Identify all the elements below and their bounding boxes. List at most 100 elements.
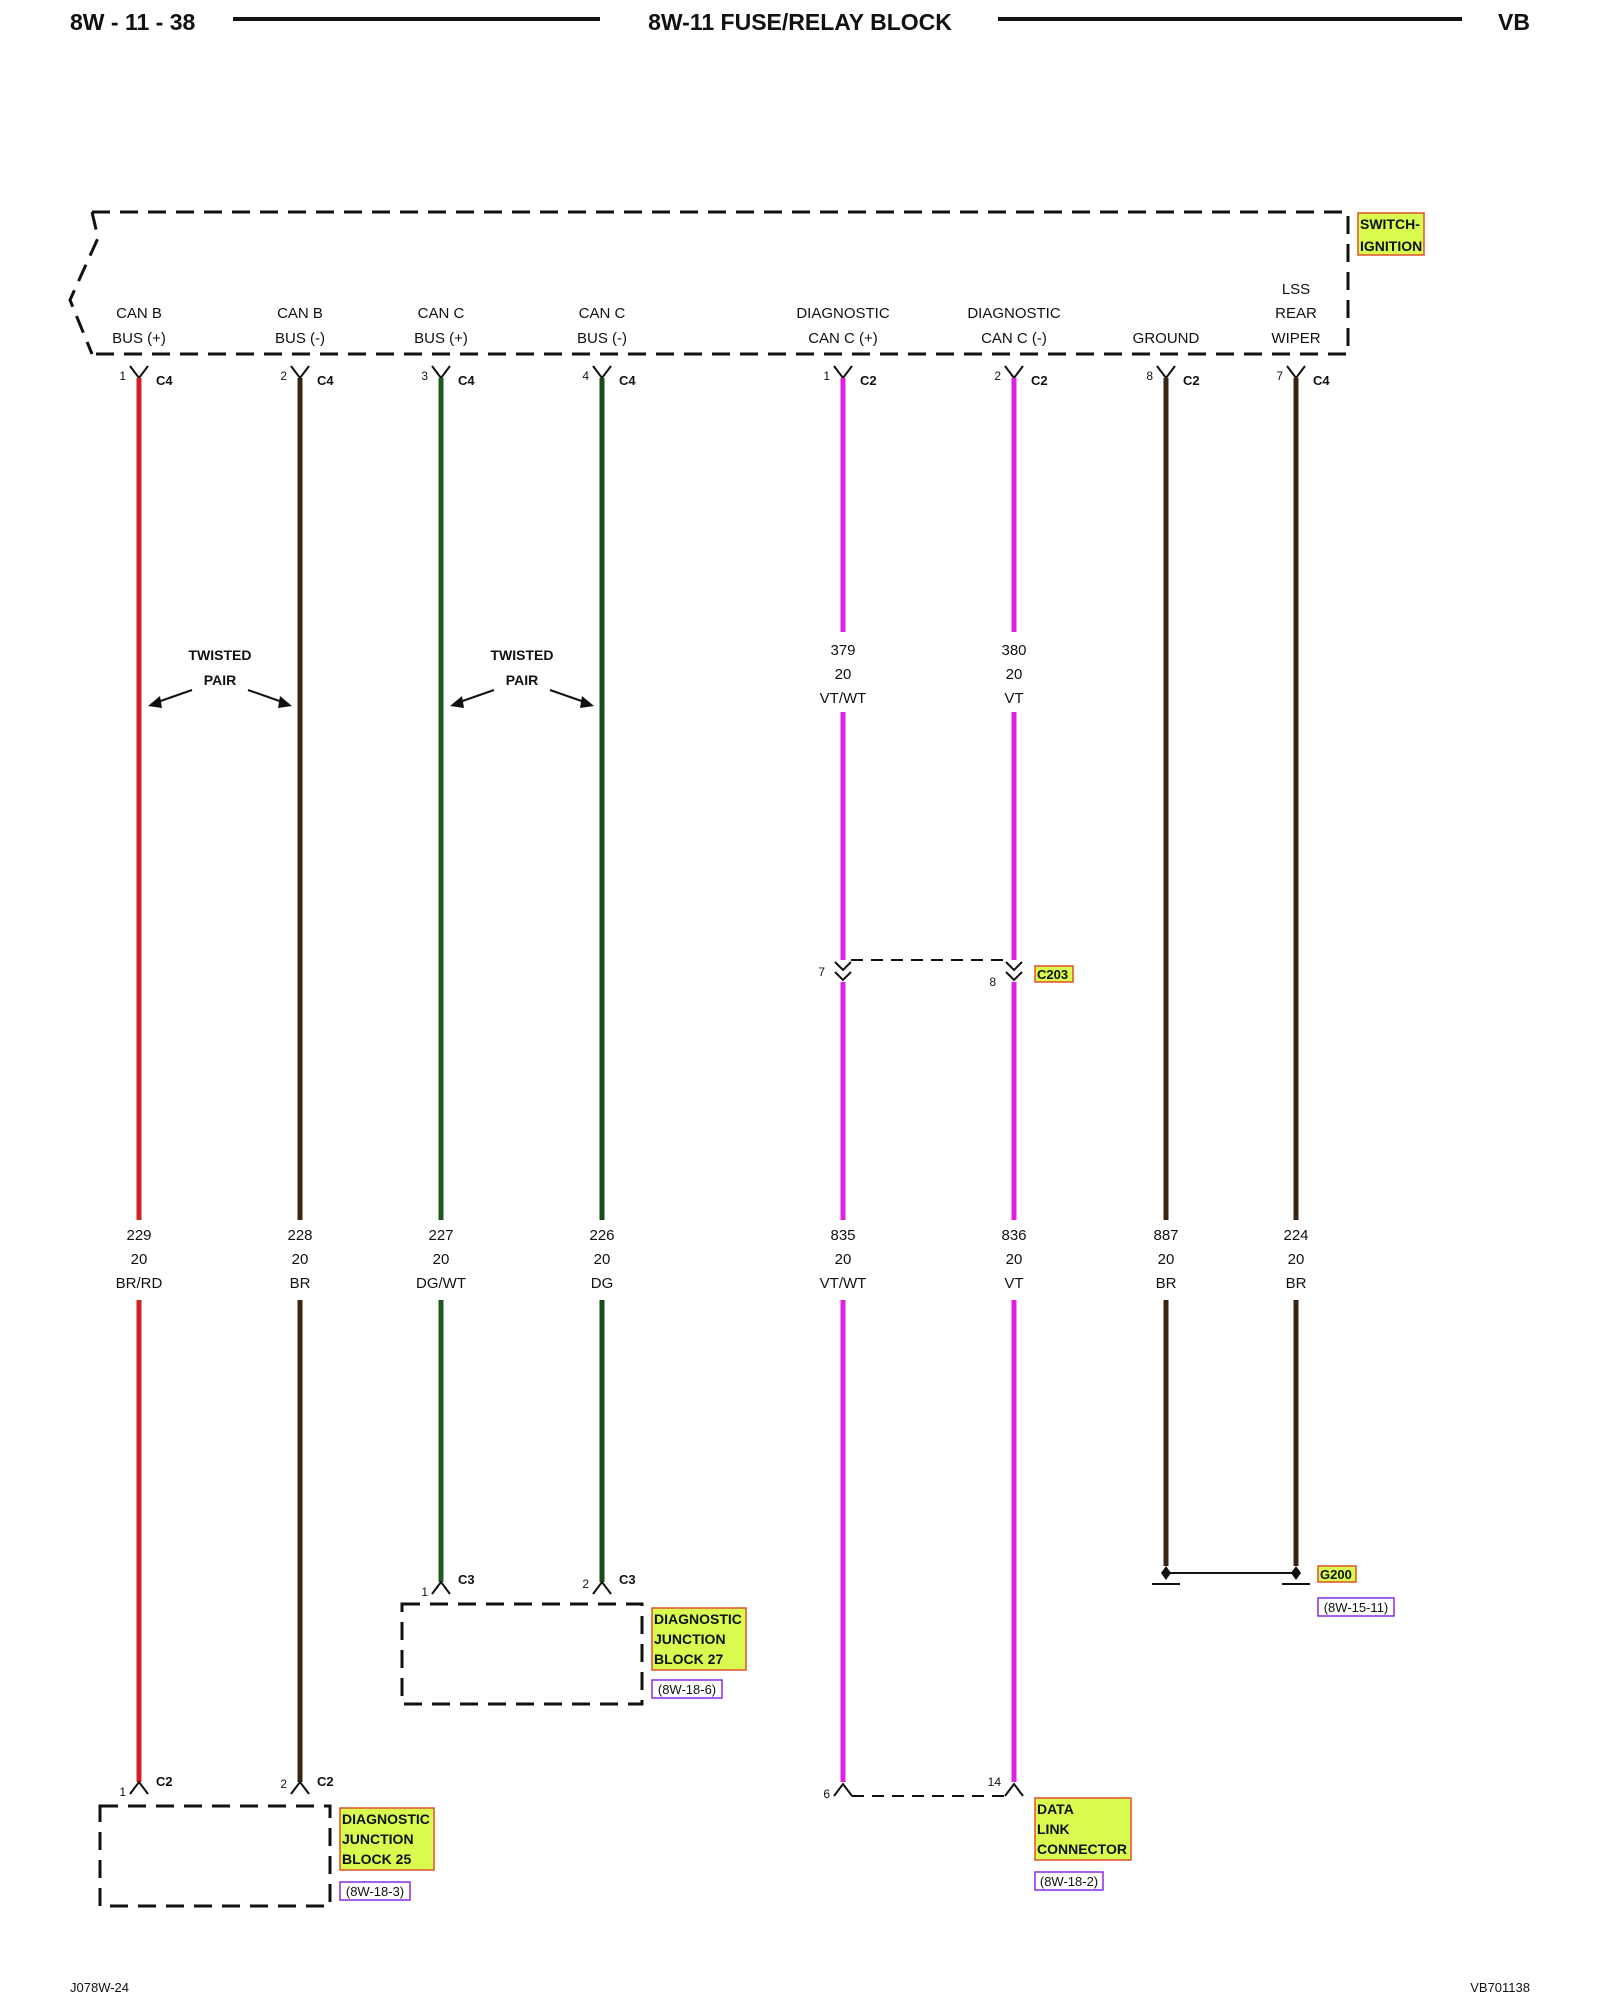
c203-label: C203 bbox=[1037, 967, 1068, 982]
connector-id: C4 bbox=[1313, 373, 1330, 388]
arrowhead-icon bbox=[450, 696, 464, 708]
module-break-edge bbox=[68, 211, 100, 355]
twisted-pair-label-1: TWISTED bbox=[189, 647, 252, 663]
djb27-pin-b: 2 bbox=[582, 1577, 589, 1591]
wire-number: 380 bbox=[1001, 642, 1026, 659]
djb27-outline bbox=[400, 1602, 644, 1706]
wire-color: VT bbox=[1004, 1275, 1023, 1292]
pin-label-can-b-plus-2: BUS (+) bbox=[112, 330, 166, 347]
dlc-ref-box[interactable] bbox=[1034, 1871, 1104, 1891]
djb25-ref-box[interactable] bbox=[339, 1881, 411, 1901]
wire-number: 229 bbox=[126, 1227, 151, 1244]
connector-terminal bbox=[129, 1780, 149, 1795]
wire-color: VT bbox=[1004, 690, 1023, 707]
pin-label-rear-wiper-1: REAR bbox=[1275, 305, 1317, 322]
pin-label-rear-wiper-0: LSS bbox=[1282, 281, 1310, 298]
dlc-pin-b: 14 bbox=[988, 1775, 1002, 1789]
wire-color: VT/WT bbox=[820, 690, 867, 707]
djb27-highlight bbox=[651, 1607, 747, 1671]
connector-terminal bbox=[129, 365, 149, 380]
c203-highlight bbox=[1034, 965, 1074, 983]
dlc-ref-link[interactable]: (8W-18-2) bbox=[1040, 1874, 1098, 1889]
pin-label-ground: GROUND bbox=[1133, 330, 1200, 347]
djb25-label-1: DIAGNOSTIC bbox=[342, 1811, 430, 1827]
footer-drawing-id: J078W-24 bbox=[70, 1980, 129, 1995]
page-number: 8W - 11 - 38 bbox=[70, 9, 195, 35]
wire-number: 226 bbox=[589, 1227, 614, 1244]
djb25-outline bbox=[98, 1804, 332, 1908]
pin-label-can-b-minus-2: BUS (-) bbox=[275, 330, 325, 347]
vehicle-code: VB bbox=[1498, 9, 1530, 35]
connector-terminal bbox=[1004, 365, 1024, 380]
djb27-connector: C3 bbox=[458, 1572, 475, 1587]
wire-number: 228 bbox=[287, 1227, 312, 1244]
djb25-pin-b: 2 bbox=[280, 1777, 287, 1791]
djb25-label-2: JUNCTION bbox=[342, 1831, 414, 1847]
switch-ignition-highlight bbox=[1357, 212, 1425, 256]
djb27-ref-box[interactable] bbox=[651, 1679, 723, 1699]
pin-number: 3 bbox=[421, 369, 428, 383]
djb25-ref-link[interactable]: (8W-18-3) bbox=[346, 1884, 404, 1899]
dlc-highlight bbox=[1034, 1797, 1132, 1861]
arrowhead-icon bbox=[278, 696, 292, 708]
wire-number: 836 bbox=[1001, 1227, 1026, 1244]
twisted-pair-label-2: PAIR bbox=[506, 672, 538, 688]
pin-number: 2 bbox=[280, 369, 287, 383]
djb27-label-2: JUNCTION bbox=[654, 1631, 726, 1647]
connector-id: C2 bbox=[1031, 373, 1048, 388]
g200-highlight bbox=[1317, 1565, 1357, 1583]
c203-pin-a: 7 bbox=[818, 965, 825, 979]
dlc-label-2: LINK bbox=[1037, 1821, 1070, 1837]
connector-id: C2 bbox=[860, 373, 877, 388]
pin-label-diag-can-c-minus-1: DIAGNOSTIC bbox=[967, 305, 1061, 322]
switch-ignition-label-2: IGNITION bbox=[1360, 238, 1422, 254]
arrowhead-icon bbox=[148, 696, 162, 708]
wire-color: DG bbox=[591, 1275, 614, 1292]
wire-number: 224 bbox=[1283, 1227, 1308, 1244]
connector-id: C4 bbox=[619, 373, 636, 388]
g200-label: G200 bbox=[1320, 1567, 1352, 1582]
pin-label-diag-can-c-plus-1: DIAGNOSTIC bbox=[796, 305, 890, 322]
djb27-label-3: BLOCK 27 bbox=[654, 1651, 723, 1667]
page-title: 8W-11 FUSE/RELAY BLOCK bbox=[648, 9, 952, 35]
wire-color: DG/WT bbox=[416, 1275, 466, 1292]
switch-ignition-label-1: SWITCH- bbox=[1360, 216, 1420, 232]
pin-number: 2 bbox=[994, 369, 1001, 383]
g200-ref-box[interactable] bbox=[1317, 1597, 1395, 1617]
dlc-terminal-a bbox=[833, 1782, 853, 1797]
djb25-highlight bbox=[339, 1807, 435, 1871]
g200-ref-link[interactable]: (8W-15-11) bbox=[1324, 1600, 1389, 1615]
pin-label-can-b-minus-1: CAN B bbox=[277, 305, 323, 322]
djb25-connector: C2 bbox=[317, 1774, 334, 1789]
c203-pin-b: 8 bbox=[989, 975, 996, 989]
djb27-connector: C3 bbox=[619, 1572, 636, 1587]
djb27-ref-link[interactable]: (8W-18-6) bbox=[658, 1682, 716, 1697]
connector-id: C2 bbox=[1183, 373, 1200, 388]
wire-color: VT/WT bbox=[820, 1275, 867, 1292]
pin-number: 4 bbox=[582, 369, 589, 383]
wire-gauge: 20 bbox=[1006, 666, 1023, 683]
arrowhead-icon bbox=[580, 696, 594, 708]
pin-number: 7 bbox=[1276, 369, 1283, 383]
footer-figure-id: VB701138 bbox=[1470, 1980, 1530, 1995]
wire-number: 835 bbox=[830, 1227, 855, 1244]
connector-terminal bbox=[592, 1580, 612, 1595]
connector-id: C4 bbox=[458, 373, 475, 388]
wire-number: 887 bbox=[1153, 1227, 1178, 1244]
wire-gauge: 20 bbox=[835, 666, 852, 683]
wire-gauge: 20 bbox=[1288, 1251, 1305, 1268]
c203-terminal-b bbox=[1005, 971, 1023, 982]
wire-gauge: 20 bbox=[594, 1251, 611, 1268]
djb27-label-1: DIAGNOSTIC bbox=[654, 1611, 742, 1627]
wire-number: 379 bbox=[830, 642, 855, 659]
wire-gauge: 20 bbox=[433, 1251, 450, 1268]
wire-number: 227 bbox=[428, 1227, 453, 1244]
connector-terminal bbox=[431, 365, 451, 380]
wire-gauge: 20 bbox=[1006, 1251, 1023, 1268]
connector-terminal bbox=[833, 365, 853, 380]
dlc-pin-a: 6 bbox=[823, 1787, 830, 1801]
djb25-connector: C2 bbox=[156, 1774, 173, 1789]
pin-label-diag-can-c-minus-2: CAN C (-) bbox=[981, 330, 1047, 347]
djb25-pin-a: 1 bbox=[119, 1785, 126, 1799]
